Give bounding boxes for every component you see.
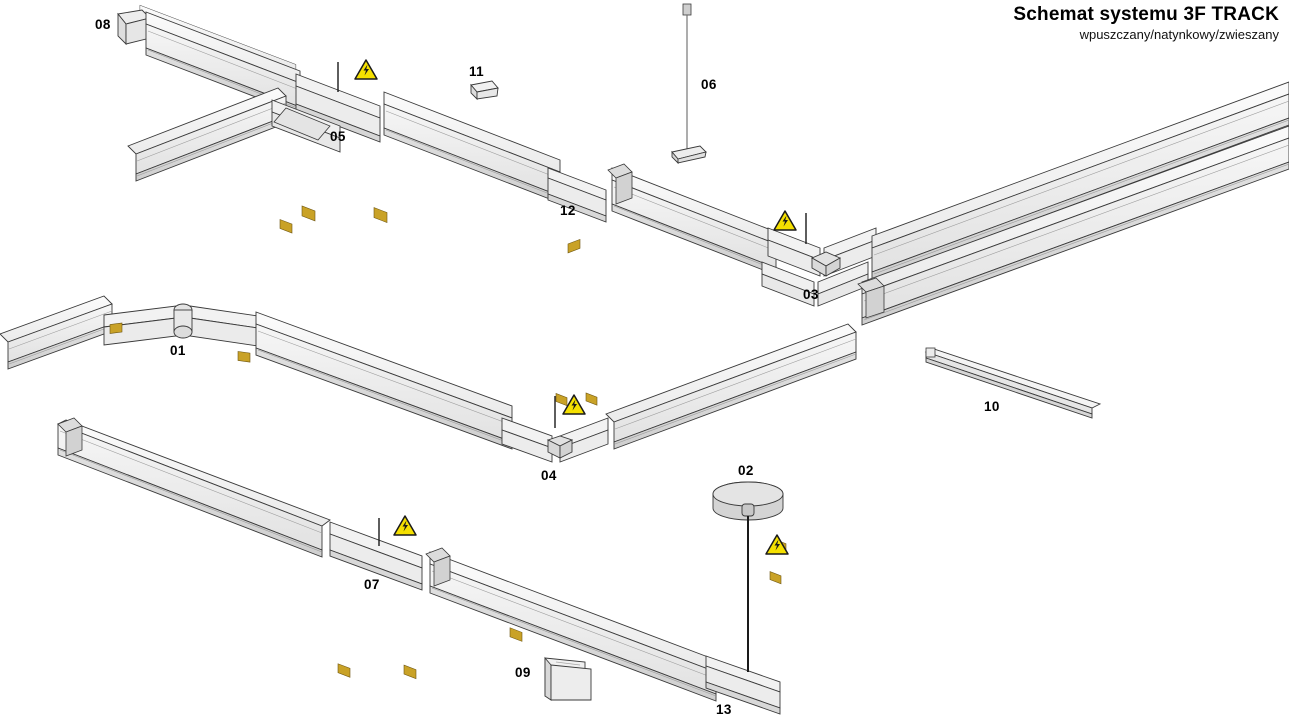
page-title: Schemat systemu 3F TRACK bbox=[1013, 4, 1279, 25]
rail-03-upper-right bbox=[871, 81, 1289, 280]
electrical-hazard-03 bbox=[773, 210, 797, 231]
component-label-12: 12 bbox=[560, 203, 576, 218]
component-label-08: 08 bbox=[95, 17, 111, 32]
connector-12-linear-coupler bbox=[547, 167, 607, 407]
part-06-suspension-wire bbox=[671, 3, 707, 165]
connector-07-inline bbox=[329, 518, 423, 680]
component-label-04: 04 bbox=[541, 468, 557, 483]
connector-04-corner bbox=[501, 238, 609, 642]
rail-03-lower-right bbox=[857, 125, 1289, 326]
electrical-hazard-05 bbox=[354, 59, 378, 80]
part-11-retaining-clip bbox=[470, 80, 499, 101]
rail-left-edge-to-01 bbox=[0, 295, 113, 370]
component-label-03: 03 bbox=[803, 287, 819, 302]
component-label-11: 11 bbox=[469, 64, 485, 79]
electrical-hazard-07 bbox=[393, 515, 417, 536]
component-label-05: 05 bbox=[330, 129, 346, 144]
component-label-06: 06 bbox=[701, 77, 717, 92]
page-subtitle: wpuszczany/natynkowy/zwieszany bbox=[1079, 26, 1279, 42]
rail-07-to-13 bbox=[425, 547, 717, 702]
rail-01-to-04 bbox=[255, 311, 513, 450]
rail-05-to-12 bbox=[383, 91, 561, 204]
connector-03-cross bbox=[761, 213, 877, 585]
component-label-07: 07 bbox=[364, 577, 380, 592]
rail-12-to-03 bbox=[607, 163, 777, 276]
connector-01-flexible-corner bbox=[103, 303, 259, 363]
rail-group-lower-left-top bbox=[127, 87, 287, 182]
component-label-02: 02 bbox=[738, 463, 754, 478]
component-label-01: 01 bbox=[170, 343, 186, 358]
part-02-ceiling-canopy bbox=[712, 481, 784, 672]
component-label-13: 13 bbox=[716, 702, 732, 717]
component-label-10: 10 bbox=[984, 399, 1000, 414]
part-10-cover-strip bbox=[924, 347, 1102, 419]
part-09-mounting-bracket bbox=[544, 656, 592, 701]
connector-05-t-junction bbox=[271, 62, 388, 234]
component-label-09: 09 bbox=[515, 665, 531, 680]
rail-bottom-left-free bbox=[56, 417, 331, 558]
rail-04-to-03 bbox=[605, 323, 857, 450]
connector-13-feed-point bbox=[705, 655, 781, 715]
title-block: Schemat systemu 3F TRACK wpuszczany/naty… bbox=[1013, 4, 1279, 42]
